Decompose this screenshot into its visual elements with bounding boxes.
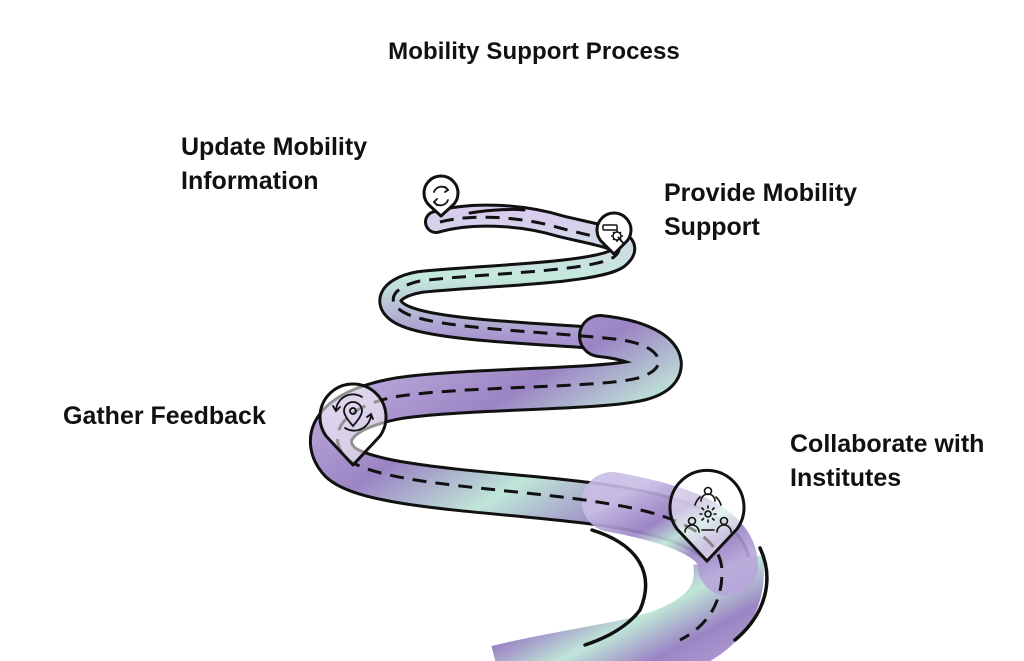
road-surface <box>309 203 764 661</box>
step-label-line: Provide Mobility <box>664 179 858 207</box>
pin-update-mobility-information[interactable] <box>422 174 460 218</box>
step-label-line: Institutes <box>790 464 902 492</box>
team-collaboration-icon <box>684 486 732 533</box>
refresh-cycle-icon <box>432 185 450 207</box>
step-label-provide-mobility-support: Provide Mobility Support <box>664 176 857 244</box>
step-label-line: Update Mobility <box>181 133 368 161</box>
step-label-line: Information <box>181 167 319 195</box>
road-edges <box>468 207 769 647</box>
step-label-update-mobility-information: Update Mobility Information <box>181 130 367 198</box>
road-segment-3 <box>491 555 764 661</box>
road-center-dashes <box>336 215 724 642</box>
location-feedback-cycle-icon <box>332 393 374 432</box>
map-pin-outline <box>668 468 746 563</box>
pin-gather-feedback[interactable] <box>318 382 388 467</box>
step-label-line: Gather Feedback <box>63 402 266 430</box>
map-pin-outline <box>422 174 460 218</box>
step-label-collaborate-with-institutes: Collaborate with Institutes <box>790 427 984 495</box>
step-label-line: Support <box>664 213 760 241</box>
pin-provide-mobility-support[interactable] <box>595 211 633 256</box>
settings-cursor-icon <box>602 224 625 245</box>
diagram-title: Mobility Support Process <box>388 38 680 65</box>
step-label-gather-feedback: Gather Feedback <box>63 399 266 433</box>
pin-collaborate-with-institutes[interactable] <box>668 468 746 563</box>
step-label-line: Collaborate with <box>790 430 985 458</box>
